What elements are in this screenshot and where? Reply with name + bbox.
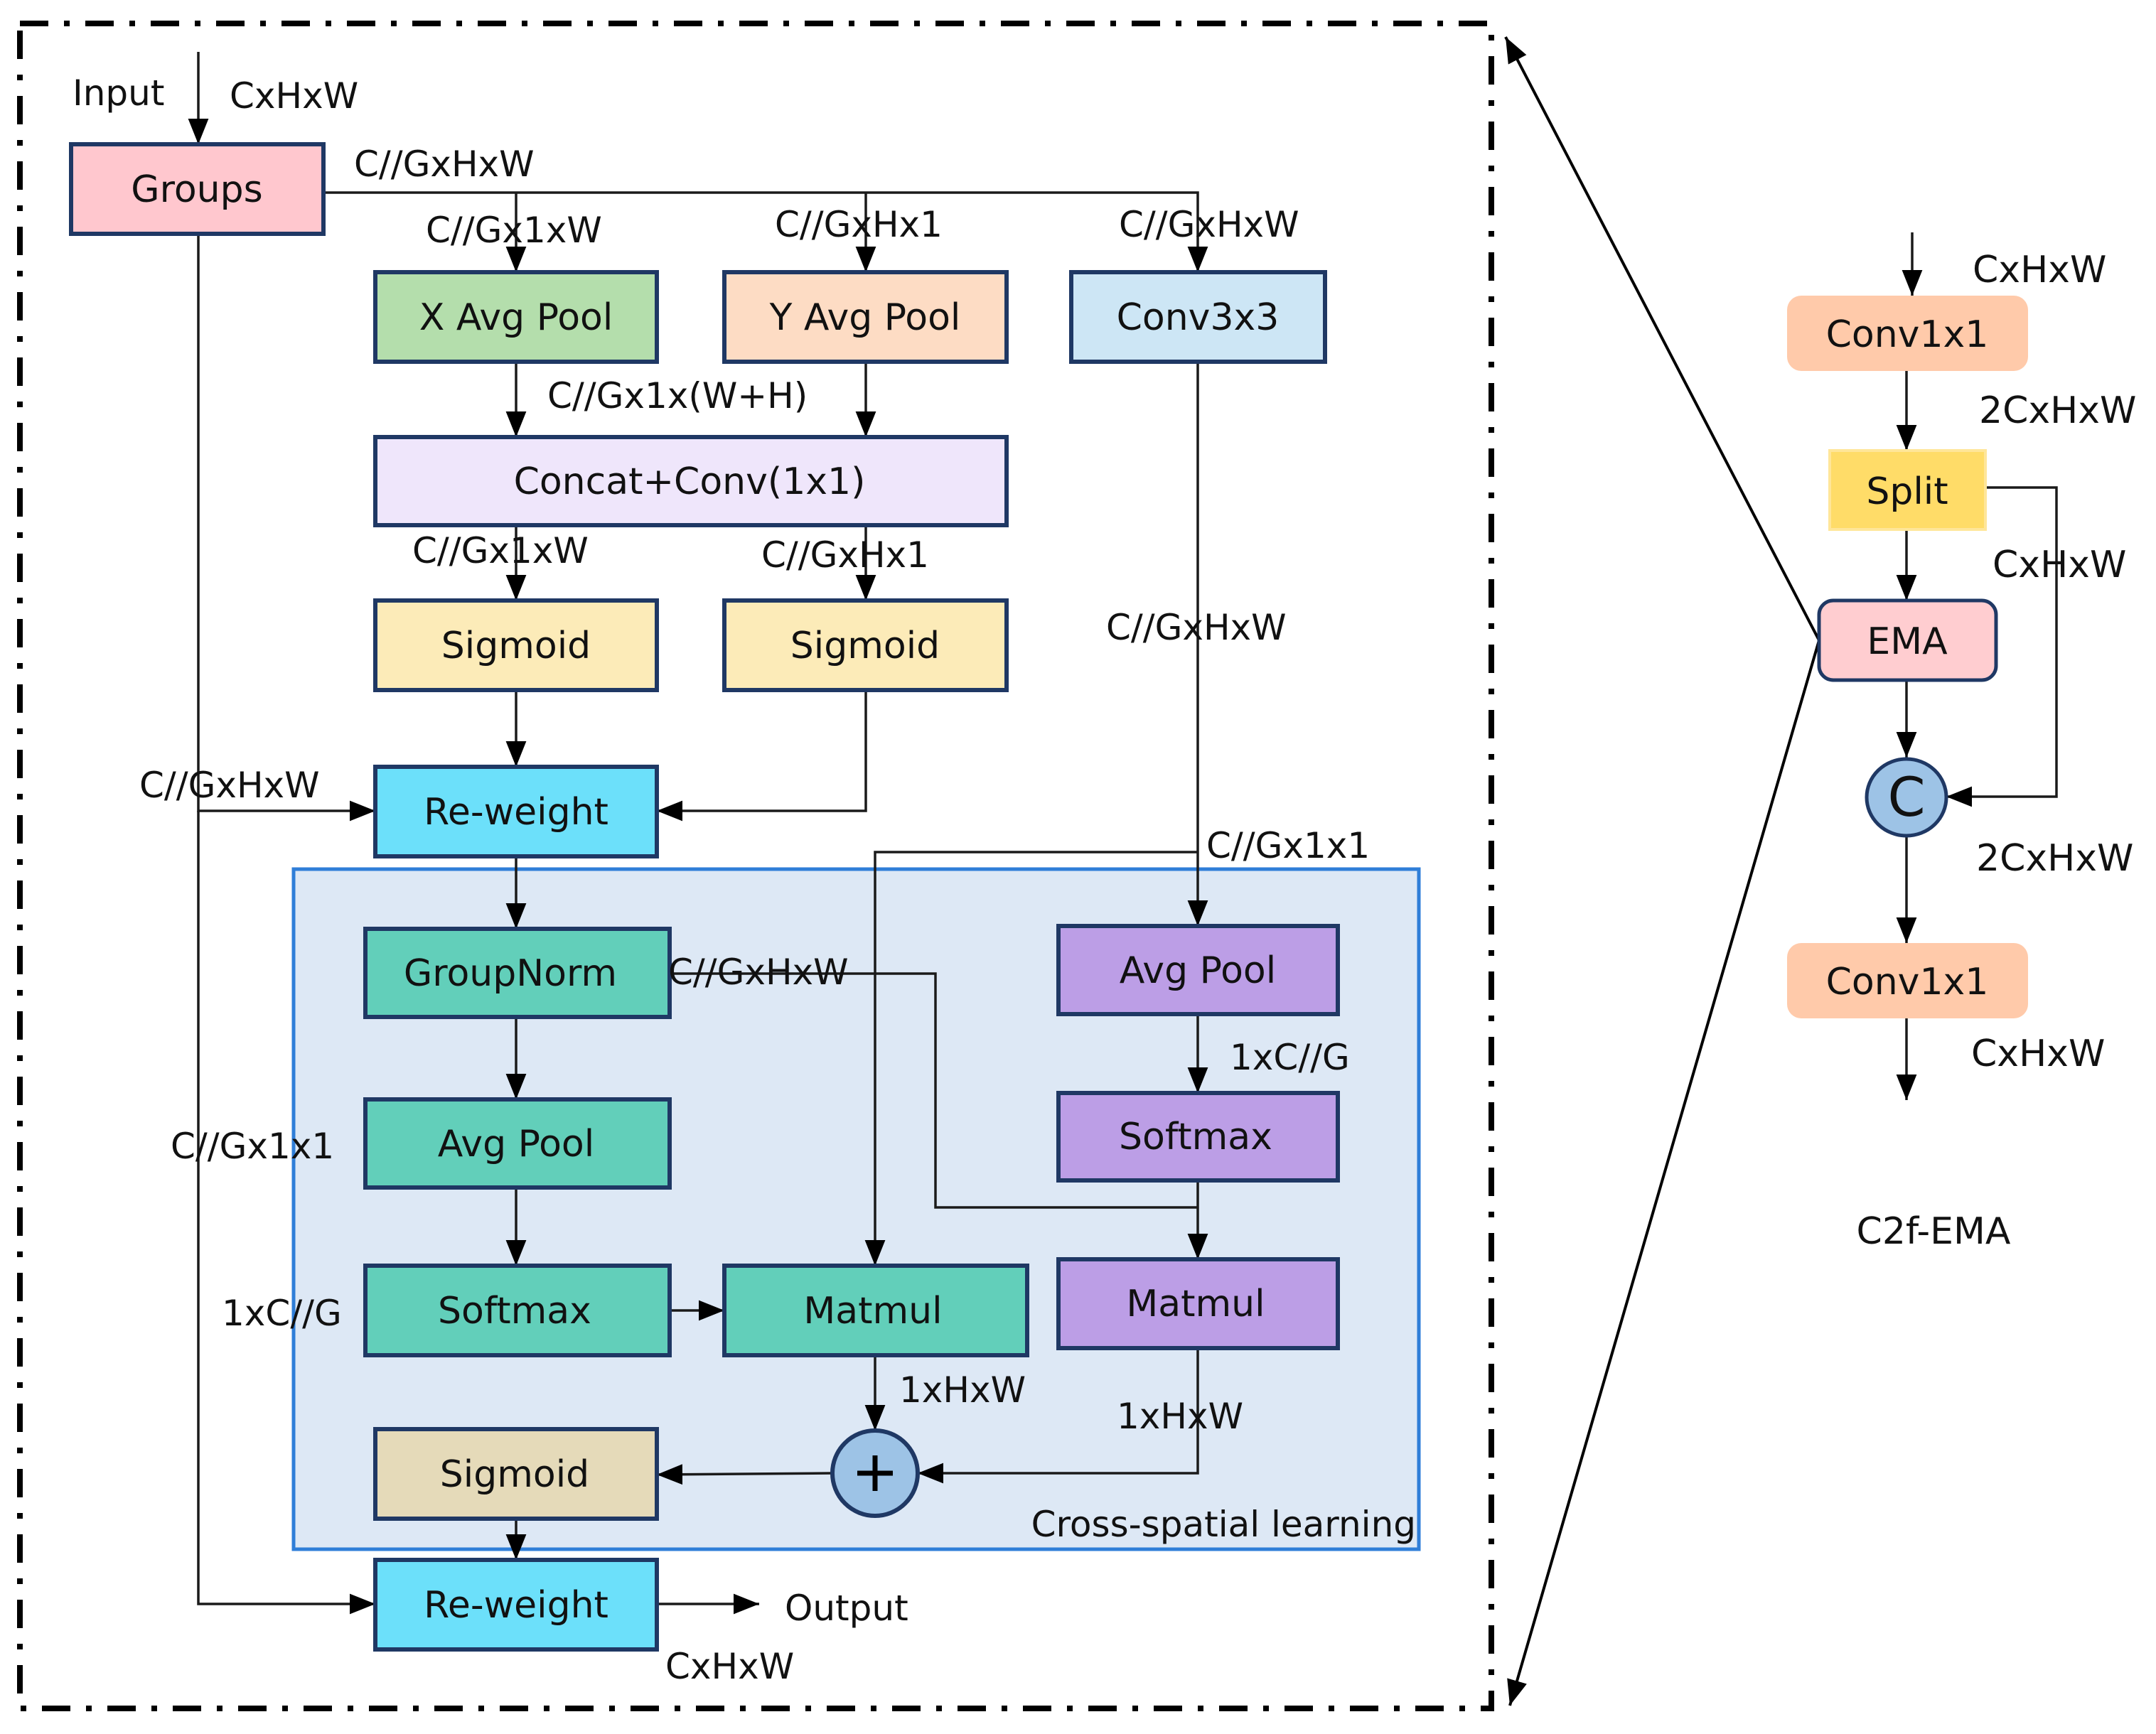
- edge-conv-to-matmul-left: [864, 851, 1198, 1266]
- cross-spatial-label: Cross-spatial learning: [1031, 1504, 1416, 1545]
- c2f-conv1x1-out-label: Conv1x1: [1826, 961, 1989, 1003]
- node-y-avg-pool-label: Y Avg Pool: [769, 296, 961, 339]
- label-to-conv3x3: C//GxHxW: [1119, 204, 1299, 245]
- label-input-shape: CxHxW: [230, 75, 358, 117]
- node-matmul-right: Matmul: [1056, 1257, 1340, 1350]
- label-conv3x3-out: C//GxHxW: [1106, 607, 1287, 648]
- c2f-node-conv1x1-out: Conv1x1: [1787, 943, 2028, 1018]
- node-conv3x3-label: Conv3x3: [1117, 296, 1280, 339]
- node-matmul-left: Matmul: [722, 1264, 1029, 1357]
- node-reweight-2-label: Re-weight: [424, 1584, 608, 1627]
- node-sigmoid-x-label: Sigmoid: [441, 625, 591, 667]
- label-softmax-left-in: 1xC//G: [222, 1293, 342, 1334]
- node-x-avg-pool-label: X Avg Pool: [419, 296, 613, 339]
- node-avg-pool-right-label: Avg Pool: [1120, 949, 1276, 992]
- c2f-node-concat: C: [1865, 757, 1948, 838]
- node-sigmoid-y-label: Sigmoid: [790, 625, 940, 667]
- node-concat-conv-label: Concat+Conv(1x1): [514, 461, 866, 503]
- label-input: Input: [73, 72, 164, 114]
- label-to-x-pool: C//Gx1xW: [426, 210, 602, 251]
- label-concat-in: C//Gx1x(W+H): [547, 375, 808, 416]
- node-sigmoid-y: Sigmoid: [722, 598, 1009, 692]
- edge-groupnorm-to-matmul-right: [670, 972, 1198, 1209]
- node-sigmoid-final: Sigmoid: [373, 1427, 659, 1521]
- node-matmul-left-label: Matmul: [803, 1290, 942, 1332]
- node-groupnorm: GroupNorm: [363, 927, 672, 1019]
- label-matmul-left-out: 1xHxW: [899, 1369, 1026, 1411]
- c2f-node-ema: EMA: [1817, 598, 1998, 682]
- edge-add-to-sigmoid: [656, 1464, 833, 1485]
- node-x-avg-pool: X Avg Pool: [373, 270, 659, 364]
- c2f-ema-label: EMA: [1867, 620, 1948, 663]
- node-softmax-right-label: Softmax: [1119, 1116, 1272, 1158]
- label-bypass: C//GxHxW: [139, 765, 320, 806]
- label-avgpool-right-out: 1xC//G: [1230, 1037, 1350, 1078]
- node-reweight-1-label: Re-weight: [424, 791, 608, 834]
- node-softmax-left-label: Softmax: [438, 1290, 591, 1332]
- c2f-split-label: Split: [1866, 470, 1948, 513]
- node-softmax-right: Softmax: [1056, 1091, 1340, 1183]
- node-add: [830, 1428, 920, 1518]
- zoom-connector-top: [1504, 36, 1820, 641]
- c2f-label-output: CxHxW: [1971, 1033, 2105, 1075]
- edge-split-branch-to-concat: [1946, 486, 2058, 807]
- c2f-label-input: CxHxW: [1973, 249, 2106, 291]
- label-to-sigmoid-x: C//Gx1xW: [412, 530, 589, 571]
- node-softmax-left: Softmax: [363, 1264, 672, 1357]
- node-sigmoid-final-label: Sigmoid: [440, 1453, 589, 1496]
- c2f-conv1x1-in-label: Conv1x1: [1826, 313, 1989, 356]
- c2f-label-after-concat: 2CxHxW: [1976, 837, 2133, 880]
- node-y-avg-pool: Y Avg Pool: [722, 270, 1009, 364]
- node-avg-pool-left: Avg Pool: [363, 1097, 672, 1190]
- node-avg-pool-right: Avg Pool: [1056, 924, 1340, 1016]
- label-groups-out: C//GxHxW: [354, 144, 535, 185]
- label-conv-pooled: C//Gx1x1: [1206, 825, 1370, 866]
- c2f-node-conv1x1-in: Conv1x1: [1787, 296, 2028, 371]
- label-groupnorm-out: C//GxHxW: [668, 952, 849, 993]
- c2f-label-after-conv1: 2CxHxW: [1979, 389, 2136, 432]
- c2f-node-split: Split: [1828, 449, 1987, 531]
- node-matmul-right-label: Matmul: [1126, 1283, 1265, 1325]
- label-output-shape: CxHxW: [665, 1646, 794, 1687]
- node-concat-conv: Concat+Conv(1x1): [373, 435, 1009, 527]
- label-to-sigmoid-y: C//GxHx1: [761, 534, 929, 576]
- edge-matmul-right-to-add: [918, 1348, 1199, 1484]
- label-avgpool-left-out: C//Gx1x1: [171, 1126, 334, 1167]
- c2f-caption: C2f-EMA: [1857, 1210, 2011, 1253]
- label-matmul-right-out: 1xHxW: [1117, 1396, 1243, 1437]
- node-avg-pool-left-label: Avg Pool: [438, 1123, 594, 1165]
- edge-bypass-to-reweight-2: [197, 811, 375, 1615]
- node-conv3x3: Conv3x3: [1069, 270, 1327, 364]
- node-groups: Groups: [69, 142, 326, 236]
- edge-sigmoid-y-to-reweight: [657, 690, 867, 822]
- edge-groups-bus: [323, 191, 1208, 272]
- c2f-label-split-branch: CxHxW: [1993, 544, 2126, 586]
- ema-module-frame: [17, 21, 1494, 1711]
- label-output: Output: [785, 1588, 908, 1629]
- node-groupnorm-label: GroupNorm: [404, 952, 617, 995]
- node-reweight-1: Re-weight: [373, 765, 659, 858]
- node-reweight-2: Re-weight: [373, 1558, 659, 1652]
- node-sigmoid-x: Sigmoid: [373, 598, 659, 692]
- node-groups-label: Groups: [131, 168, 262, 211]
- edge-bypass-to-reweight-1: [197, 234, 375, 822]
- c2f-concat-label: C: [1887, 765, 1925, 829]
- label-to-y-pool: C//GxHx1: [775, 204, 943, 245]
- zoom-connector-bottom: [1507, 640, 1820, 1706]
